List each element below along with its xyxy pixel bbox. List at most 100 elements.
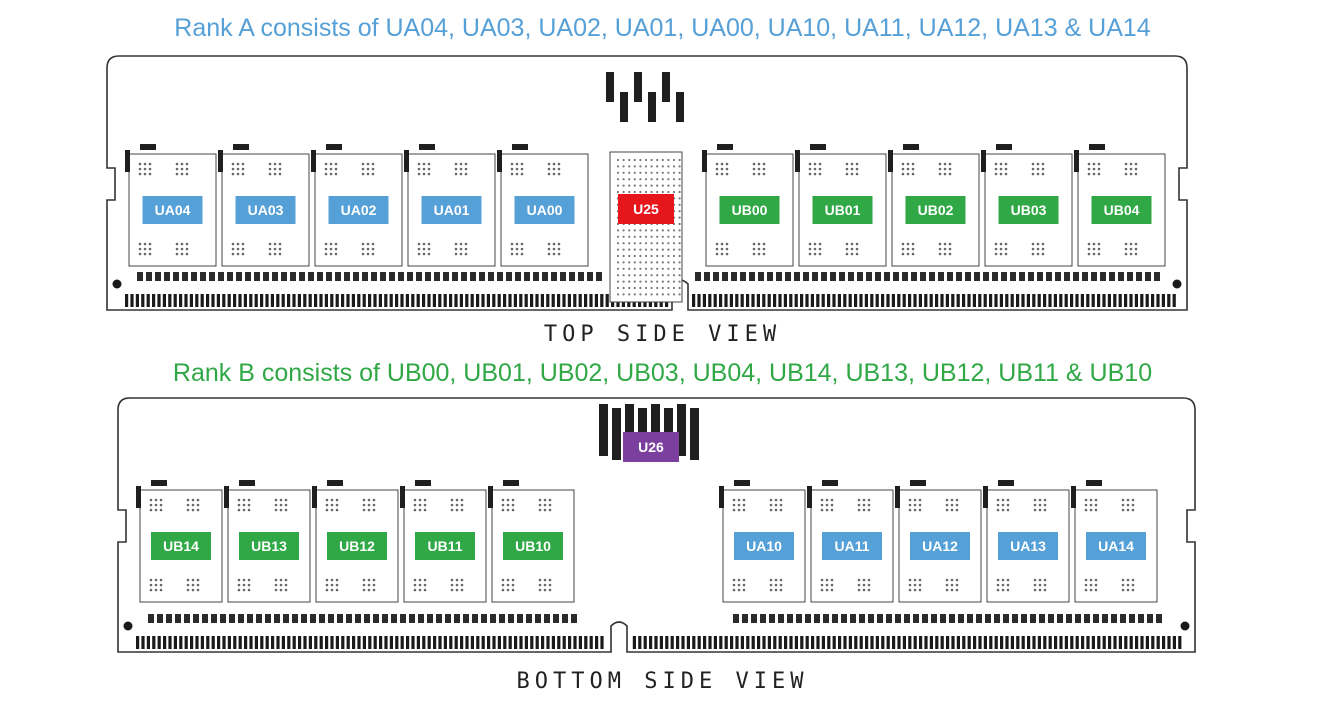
- passive-component: [832, 614, 838, 623]
- edge-pin: [989, 294, 993, 307]
- ball-pad: [325, 583, 329, 587]
- chip-label: UA14: [1098, 538, 1134, 554]
- passive-component: [850, 614, 856, 623]
- ball-pad: [850, 167, 854, 171]
- passive-component: [868, 614, 874, 623]
- ball-pad: [639, 261, 642, 264]
- ball-pad: [278, 172, 282, 176]
- ball-pad: [769, 578, 773, 582]
- ball-pad: [455, 578, 459, 582]
- ball-pad: [945, 503, 949, 507]
- ball-pad: [667, 254, 670, 258]
- ball-pad: [1087, 167, 1091, 171]
- passive-component: [445, 614, 451, 623]
- ball-pad: [454, 172, 458, 176]
- ball-pad: [857, 508, 861, 512]
- ball-pad: [762, 162, 766, 166]
- ball-pad: [672, 184, 676, 187]
- ball-pad: [185, 252, 189, 256]
- ball-pad: [1094, 588, 1098, 592]
- edge-pin: [546, 636, 550, 649]
- edge-pin: [184, 636, 188, 649]
- edge-pin: [724, 294, 728, 307]
- edge-pin: [162, 294, 166, 307]
- edge-pin: [1048, 294, 1052, 307]
- passive-component: [191, 272, 197, 281]
- edge-pin: [1053, 294, 1057, 307]
- ball-pad: [427, 252, 431, 256]
- passive-component: [1064, 272, 1070, 281]
- ball-pad: [911, 252, 915, 256]
- ball-pad: [1087, 172, 1091, 176]
- ball-pad: [757, 167, 761, 171]
- ball-pad: [867, 498, 871, 502]
- ball-pad: [1041, 252, 1045, 256]
- decoupling-cap: [125, 150, 130, 172]
- ball-pad: [231, 167, 235, 171]
- edge-pin: [395, 294, 399, 307]
- edge-pin: [913, 636, 917, 649]
- edge-pin: [454, 636, 458, 649]
- ball-pad: [725, 172, 729, 176]
- top-side-caption: TOP SIDE VIEW: [543, 322, 782, 347]
- pll-component: [676, 92, 684, 122]
- ball-pad: [191, 498, 195, 502]
- passive-component: [146, 272, 152, 281]
- passive-component: [776, 272, 782, 281]
- edge-pin: [1091, 636, 1095, 649]
- passive-component: [913, 614, 919, 623]
- edge-pin: [265, 294, 269, 307]
- ball-pad: [520, 172, 524, 176]
- ball-pad: [1033, 578, 1037, 582]
- ball-pad: [818, 167, 822, 171]
- ball-pad: [820, 588, 824, 592]
- edge-pin: [897, 294, 901, 307]
- passive-component: [553, 614, 559, 623]
- ball-pad: [622, 158, 625, 162]
- edge-pin: [837, 294, 841, 307]
- edge-pin: [335, 294, 339, 307]
- ball-pad: [284, 503, 288, 507]
- ball-pad: [1092, 162, 1096, 166]
- ball-pad: [656, 293, 659, 296]
- ball-pad: [999, 167, 1003, 171]
- ball-pad: [362, 578, 366, 582]
- dram-package: UA12: [895, 480, 982, 603]
- ball-pad: [808, 162, 812, 166]
- ball-pad: [413, 503, 417, 507]
- ball-pad: [911, 247, 915, 251]
- decoupling-cap: [1074, 150, 1079, 172]
- ball-pad: [639, 248, 642, 251]
- ball-pad: [938, 247, 942, 251]
- ball-pad: [180, 252, 184, 256]
- ball-pad: [334, 252, 338, 256]
- ball-pad: [548, 588, 552, 592]
- edge-pin: [238, 294, 242, 307]
- ball-pad: [186, 588, 190, 592]
- edge-pin: [589, 636, 593, 649]
- ball-pad: [284, 498, 288, 502]
- ball-pad: [231, 252, 235, 256]
- ball-pad: [552, 252, 556, 256]
- edge-pin: [735, 636, 739, 649]
- ball-pad: [633, 158, 636, 162]
- edge-pin: [740, 636, 744, 649]
- passive-component: [884, 272, 890, 281]
- ball-pad: [622, 165, 625, 168]
- ball-pad: [825, 578, 829, 582]
- passive-component: [920, 272, 926, 281]
- edge-pin: [821, 636, 825, 649]
- ball-pad: [236, 242, 240, 246]
- ball-pad: [999, 172, 1003, 176]
- pll-component: [625, 404, 634, 456]
- edge-pin: [1080, 294, 1084, 307]
- ball-pad: [1094, 508, 1098, 512]
- edge-pin: [249, 294, 253, 307]
- ball-pad: [752, 242, 756, 246]
- decoupling-cap: [140, 144, 156, 150]
- ball-pad: [236, 252, 240, 256]
- ball-pad: [366, 162, 370, 166]
- chip-label: UB14: [163, 538, 199, 554]
- ball-pad: [1038, 583, 1042, 587]
- ball-pad: [757, 252, 761, 256]
